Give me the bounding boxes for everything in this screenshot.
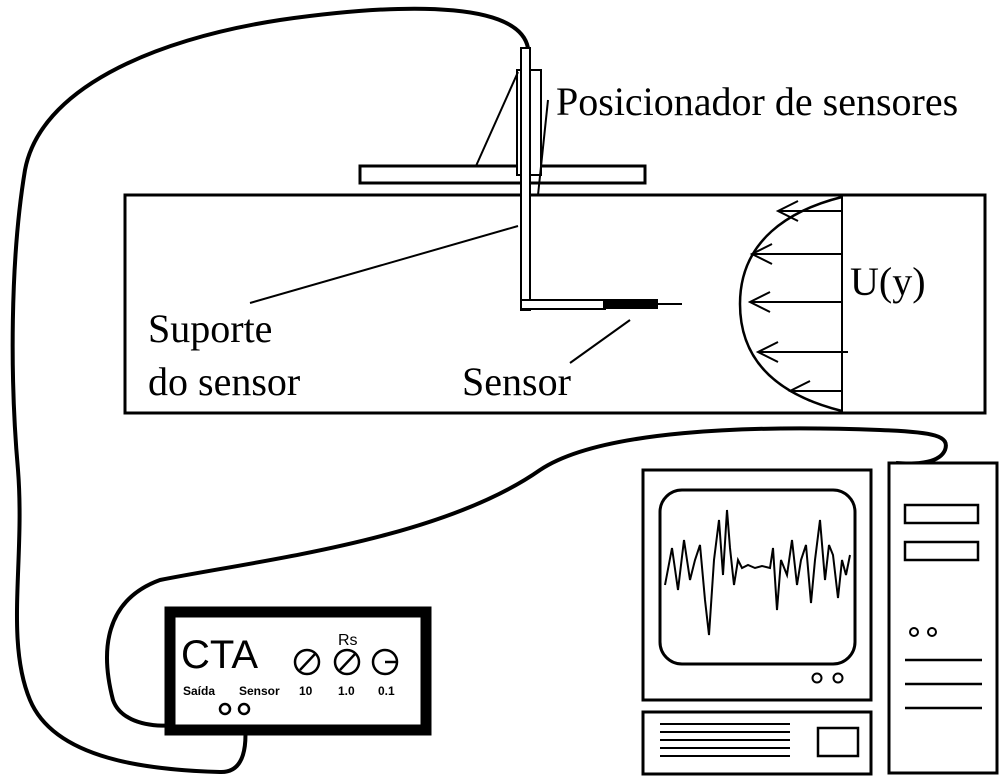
positioner-leader: [537, 99, 549, 196]
positioner-label: Posicionador de sensores: [556, 79, 958, 124]
keyboard-unit: [641, 710, 873, 776]
probe-arm: [520, 299, 606, 310]
sensor-leader: [569, 319, 631, 364]
positioner-plate: [358, 164, 647, 185]
knob-value-1: 1.0: [338, 684, 355, 698]
tower-drive-bay: [903, 540, 980, 562]
sensor-element: [603, 299, 658, 309]
sensor-cable: [10, 6, 530, 775]
cta-anemometer: CTA Rs Saída Sensor 10 1.0 0.1: [164, 606, 432, 736]
profile-arrows: [747, 200, 848, 402]
output-cable: [105, 426, 948, 728]
knob-value-10: 10: [299, 684, 313, 698]
velocity-label: U(y): [850, 259, 926, 304]
tower-led-icon: [909, 627, 919, 637]
range-knob-0-1-icon: [371, 648, 399, 676]
cables: [10, 6, 948, 775]
sensor-port-label: Sensor: [239, 684, 280, 698]
rs-label: Rs: [338, 632, 358, 649]
tower-led-icon: [927, 627, 937, 637]
computer-monitor: [641, 468, 873, 702]
probe-stem: [520, 47, 531, 311]
sensor-label: Sensor: [462, 359, 571, 404]
sensor-connector-icon: [237, 702, 251, 716]
monitor-knob-icon: [811, 672, 823, 684]
support-label-line1: Suporte: [148, 306, 272, 351]
support-label-line2: do sensor: [148, 359, 300, 404]
computer-tower: [887, 461, 999, 775]
keyboard-drive-slot: [816, 726, 860, 758]
cta-title: CTA: [181, 633, 258, 677]
probe: [520, 47, 682, 311]
monitor-knob-icon: [832, 672, 844, 684]
signal-trace: [664, 509, 851, 636]
output-label: Saída: [183, 684, 215, 698]
knob-value-0-1: 0.1: [378, 684, 395, 698]
positioner-brace: [475, 71, 519, 167]
tower-drive-bay: [903, 503, 980, 525]
test-section: [123, 193, 987, 415]
output-connector-icon: [218, 702, 232, 716]
support-leader: [249, 225, 519, 304]
monitor-screen: [658, 488, 857, 666]
range-knob-10-icon: [293, 648, 321, 676]
velocity-profile: [738, 195, 848, 413]
range-knob-1-icon: [333, 648, 361, 676]
